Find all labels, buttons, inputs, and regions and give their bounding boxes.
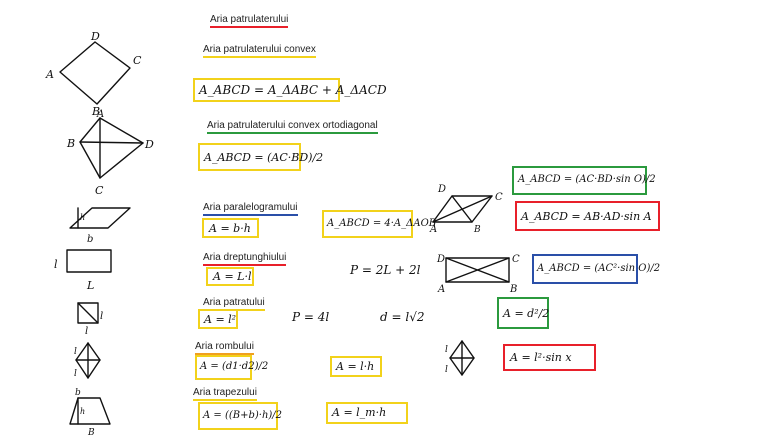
label-d2: D (144, 138, 154, 151)
formula-square-diagonal: d = l√2 (380, 310, 425, 324)
label-d3: D (437, 184, 446, 195)
heading-convex: Aria patrulaterului convex (203, 44, 316, 58)
heading-rhombus: Aria rombului (195, 341, 254, 355)
formula-box-rhombus-bh: A = l·h (330, 356, 382, 377)
formula-general-sin: A_ABCD = (AC·BD·sin O)/2 (518, 174, 656, 185)
label-c2: C (95, 184, 104, 197)
label-c3: C (495, 192, 503, 203)
label-h-par: h (80, 213, 85, 222)
label-b-trap: b (75, 388, 81, 398)
label-b2: B (66, 137, 75, 150)
label-l-rh3: l (445, 345, 448, 355)
formula-box-par-sin: A_ABCD = (AC²·sin O)/2 (532, 254, 660, 284)
formula-parallelogram-sin: A_ABCD = (AC²·sin O)/2 (537, 263, 661, 274)
label-b3: B (473, 225, 481, 235)
formula-box-sin-o: A_ABCD = (AC·BD·sin O)/2 (512, 166, 656, 195)
label-B-trap: B (87, 428, 95, 435)
formula-box-trapezoid-mid: A = l_m·h (326, 402, 408, 424)
label-b: B (91, 105, 100, 118)
label-b4: B (509, 284, 517, 295)
label-L-rect: L (86, 279, 94, 292)
heading-ortho: Aria patrulaterului convex ortodiagonal (207, 120, 378, 134)
formula-parallelogram-base: A = b·h (209, 222, 251, 235)
label-b-par: b (87, 234, 93, 245)
formula-box-rhombus: A = (d1·d2)/2 (195, 355, 268, 380)
label-a3: A (429, 224, 437, 235)
heading-trapezoid: Aria trapezului (193, 387, 257, 401)
formula-square-perimeter: P = 4l (292, 310, 330, 324)
label-a: A (45, 68, 54, 81)
formula-box-parallelogram: A = b·h (202, 218, 259, 238)
formula-box-par-triangle: A_ABCD = 4·A_ΔAOB (322, 210, 436, 238)
formula-rhombus-bh: A = l·h (336, 360, 375, 373)
formula-rhombus-diag: A = (d1·d2)/2 (200, 361, 269, 372)
formula-trapezoid-mid: A = l_m·h (332, 406, 387, 419)
formula-box-square-diag: A = d²/2 (497, 297, 549, 329)
label-l-rh: l (74, 347, 77, 357)
label-a2: A (96, 109, 104, 120)
formula-rectangle-perimeter: P = 2L + 2l (350, 263, 421, 277)
label-l-rect: l (54, 258, 58, 271)
label-l-rh4: l (445, 365, 448, 375)
formula-convex: A_ABCD = A_ΔABC + A_ΔACD (199, 83, 387, 97)
formula-box-rectangle: A = L·l (206, 267, 254, 286)
heading-main: Aria patrulaterului (210, 14, 289, 28)
label-h-trap: h (80, 407, 85, 416)
label-c: C (133, 54, 142, 67)
formula-box-rhombus-sin: A = l²·sin x (503, 344, 596, 371)
formula-box-ortho: A_ABCD = (AC·BD)/2 (198, 143, 323, 171)
formula-trapezoid: A = ((B+b)·h)/2 (203, 410, 283, 421)
label-a4: A (437, 284, 445, 295)
formula-box-sin-a: A_ABCD = AB·AD·sin A (515, 201, 660, 231)
formula-box-convex: A_ABCD = A_ΔABC + A_ΔACD (193, 78, 387, 102)
formula-square-area: A = l² (204, 313, 237, 326)
formula-rectangle-area: A = L·l (213, 270, 252, 283)
formula-square-diag-area: A = d²/2 (503, 307, 550, 320)
formula-box-trapezoid: A = ((B+b)·h)/2 (198, 402, 282, 430)
label-d: D (90, 30, 100, 43)
label-l-sq2: l (85, 326, 88, 337)
formula-ortho: A_ABCD = (AC·BD)/2 (204, 151, 324, 164)
formula-rhombus-sin: A = l²·sin x (510, 351, 572, 364)
formula-general-sin-a: A_ABCD = AB·AD·sin A (521, 210, 652, 223)
heading-rectangle: Aria dreptunghiului (203, 252, 287, 266)
formula-box-square: A = l² (198, 309, 238, 329)
heading-parallelogram: Aria paralelogramului (203, 202, 298, 216)
label-c4: C (512, 254, 520, 265)
label-l-rh2: l (74, 369, 77, 379)
formula-parallelogram-triangle: A_ABCD = 4·A_ΔAOB (327, 218, 437, 229)
label-d4: D (436, 254, 445, 265)
label-l-sq: l (100, 311, 103, 322)
